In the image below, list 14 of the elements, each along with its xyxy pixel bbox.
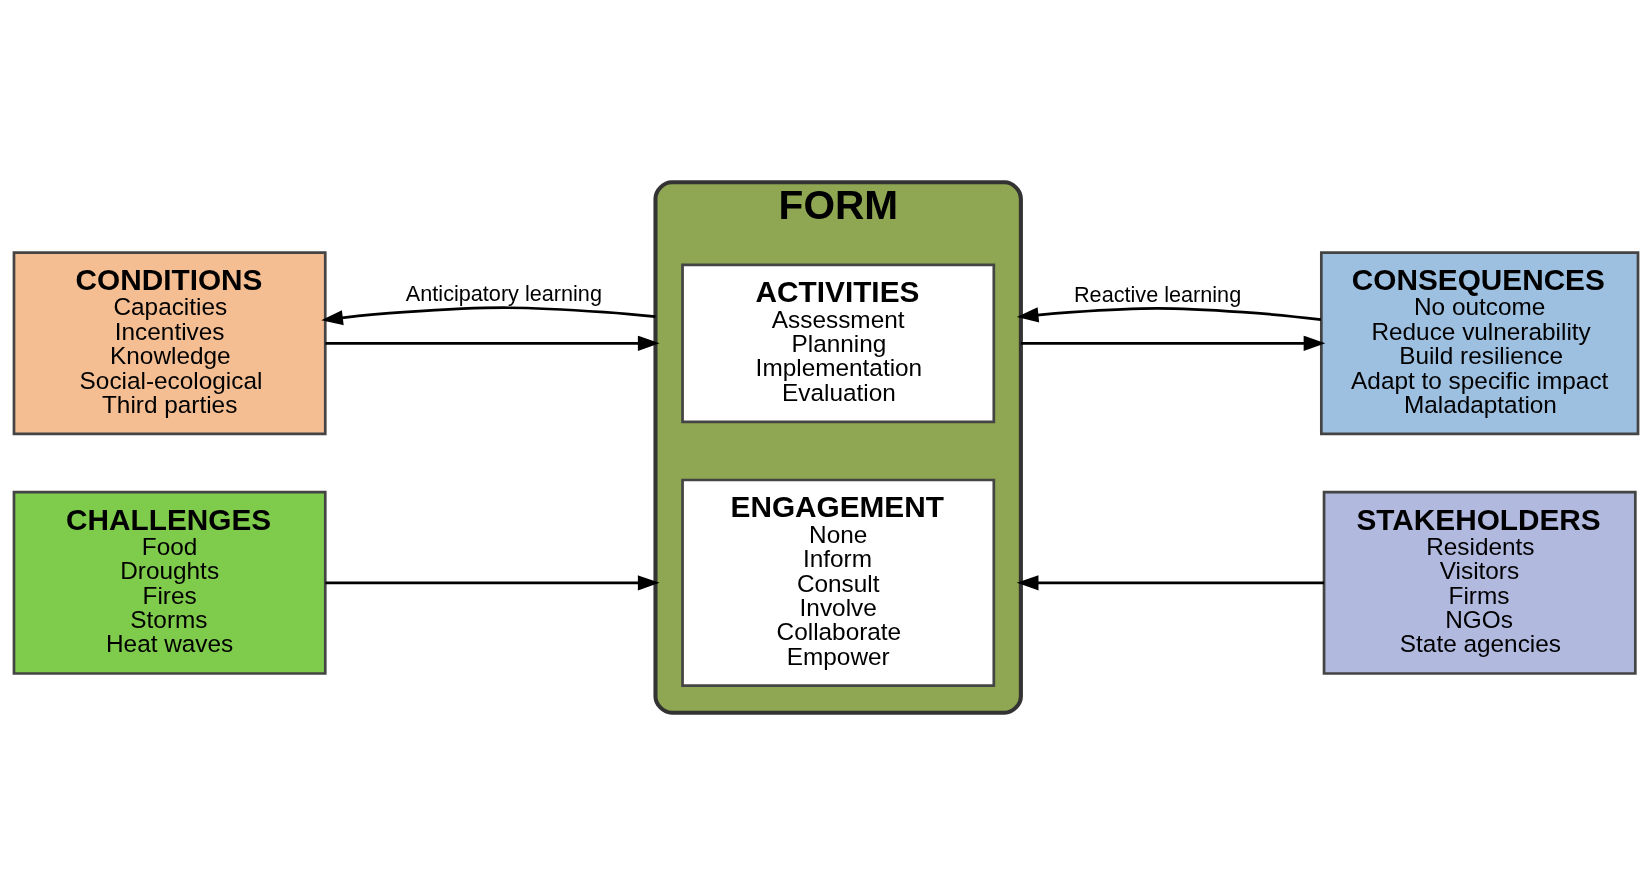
- edge-label: Anticipatory learning: [405, 281, 602, 307]
- node-box: CONDITIONS Capacities Incentives Knowledge Social-ecological Third parties: [12, 251, 327, 436]
- arrow: [321, 306, 656, 326]
- node-box: CONSEQUENCES No outcome Reduce vulnerability Build resilience Adapt to specific impact Maladaptation: [1319, 251, 1640, 436]
- arrow: [325, 335, 660, 351]
- arrow: [1016, 307, 1322, 323]
- arrow: [325, 575, 660, 591]
- arrow: [1020, 335, 1326, 351]
- node-box: CHALLENGES Food Droughts Fires Storms Heat waves: [12, 490, 327, 675]
- node-box: ACTIVITIES Assessment Planning Implementation Evaluation: [681, 263, 996, 424]
- node-box: ENGAGEMENT None Inform Consult Involve Collaborate Empower: [681, 478, 996, 688]
- node-box: STAKEHOLDERS Residents Visitors Firms NGOs State agencies: [1322, 490, 1637, 675]
- edge-label: Reactive learning: [1073, 282, 1242, 308]
- arrow: [1016, 575, 1324, 591]
